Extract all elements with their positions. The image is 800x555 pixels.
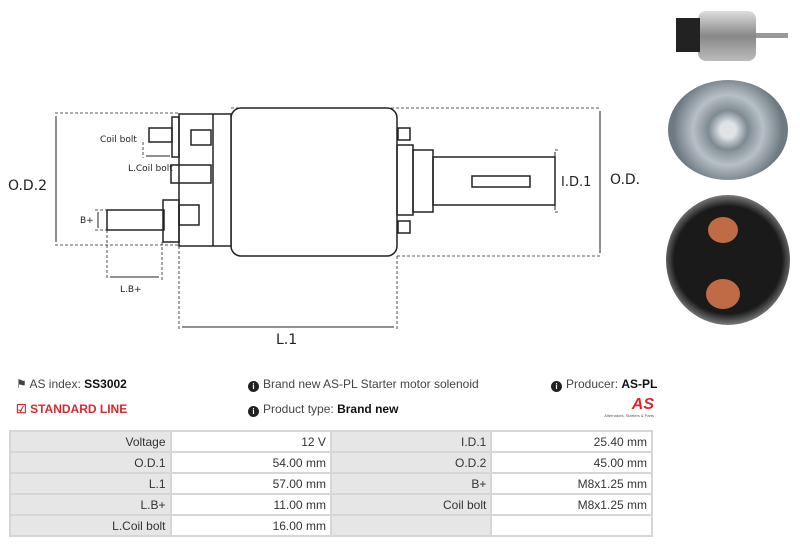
spec-value: 25.40 mm (490, 430, 653, 453)
label-id1: I.D.1 (561, 175, 591, 190)
spec-value: 57.00 mm (169, 472, 332, 495)
spec-value: 16.00 mm (169, 514, 332, 537)
spec-label: B+ (329, 472, 493, 495)
label-od1: O.D.1 (610, 172, 640, 188)
info-icon: i (248, 381, 259, 392)
standard-line-badge: ☑ STANDARD LINE (16, 402, 128, 416)
spec-value: 12 V (169, 430, 332, 453)
label-od2: O.D.2 (8, 178, 47, 194)
spec-value: 11.00 mm (169, 493, 332, 516)
label-coil-bolt: Coil bolt (100, 135, 137, 145)
label-l1: L.1 (276, 332, 297, 348)
product-photo-back[interactable] (666, 195, 790, 325)
label-l-coil-bolt: L.Coil bolt (128, 164, 173, 174)
label-lb: L.B+ (120, 285, 142, 295)
dimension-diagram: O.D.2 O.D.1 I.D.1 L.1 L.B+ B+ Coil bolt … (8, 107, 640, 348)
spec-label: Coil bolt (329, 493, 493, 516)
info-icon: i (551, 381, 562, 392)
spec-label: L.Coil bolt (9, 514, 172, 537)
tag-icon: ⚑ (16, 377, 27, 391)
spec-label: L.1 (9, 472, 172, 495)
as-pl-logo: AS Alternators, Starters & Parts (604, 396, 654, 419)
spec-label: O.D.1 (9, 451, 172, 474)
product-photo-front[interactable] (668, 80, 788, 180)
spec-value (490, 514, 653, 537)
spec-label: L.B+ (9, 493, 172, 516)
as-index: ⚑ AS index: SS3002 (16, 377, 127, 391)
spec-value: M8x1.25 mm (490, 493, 653, 516)
spec-value: M8x1.25 mm (490, 472, 653, 495)
product-photo-side[interactable] (668, 6, 790, 66)
info-icon: i (248, 406, 259, 417)
label-b: B+ (80, 216, 94, 226)
spec-label: O.D.2 (329, 451, 493, 474)
spec-value: 45.00 mm (490, 451, 653, 474)
spec-label: Voltage (9, 430, 172, 453)
spec-label: I.D.1 (329, 430, 493, 453)
spec-label (329, 514, 493, 537)
checkbox-icon: ☑ (16, 402, 27, 416)
spec-value: 54.00 mm (169, 451, 332, 474)
